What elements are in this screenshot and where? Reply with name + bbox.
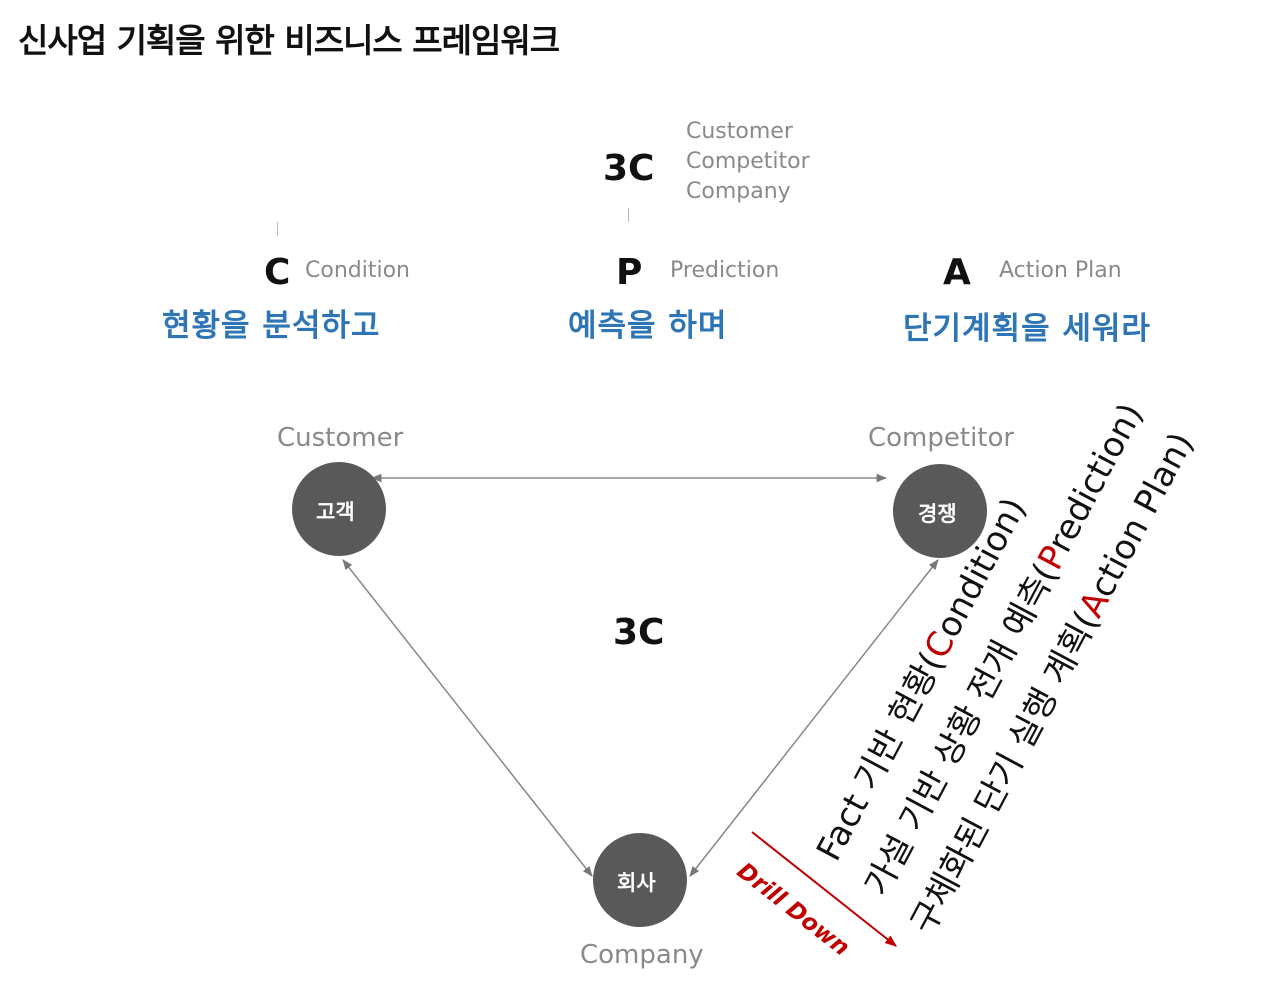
top-3c-item-competitor: Competitor bbox=[686, 149, 810, 174]
label-customer: Customer bbox=[277, 423, 404, 453]
cpa-letter-a: A bbox=[943, 252, 971, 293]
node-customer bbox=[292, 462, 386, 556]
triangle-center-label: 3C bbox=[613, 612, 665, 653]
tick-center bbox=[628, 208, 629, 222]
cpa-letter-c: C bbox=[264, 252, 291, 293]
node-competitor bbox=[893, 464, 987, 558]
cpa-korean-action-plan: 단기계획을 세워라 bbox=[903, 311, 1151, 347]
drill-down-arrow bbox=[751, 831, 897, 947]
node-company-text: 회사 bbox=[617, 871, 656, 895]
page-title: 신사업 기획을 위한 비즈니스 프레임워크 bbox=[18, 21, 560, 60]
cpa-name-prediction: Prediction bbox=[670, 258, 780, 283]
top-3c-list: Customer Competitor Company bbox=[686, 117, 810, 207]
top-3c-item-customer: Customer bbox=[686, 119, 793, 144]
edge-customer-company bbox=[342, 559, 593, 877]
node-competitor-text: 경쟁 bbox=[918, 502, 957, 526]
node-customer-text: 고객 bbox=[316, 500, 355, 524]
cpa-korean-prediction: 예측을 하며 bbox=[568, 308, 728, 344]
node-company bbox=[593, 833, 687, 927]
top-3c-label: 3C bbox=[603, 148, 655, 189]
label-competitor: Competitor bbox=[868, 423, 1015, 453]
tick-left bbox=[277, 222, 278, 236]
label-company: Company bbox=[580, 940, 704, 970]
cpa-name-condition: Condition bbox=[305, 258, 410, 283]
cpa-letter-p: P bbox=[616, 252, 643, 293]
edge-competitor-company bbox=[689, 559, 939, 877]
cpa-korean-condition: 현황을 분석하고 bbox=[162, 308, 381, 344]
top-3c-item-company: Company bbox=[686, 179, 791, 204]
cpa-name-action-plan: Action Plan bbox=[999, 258, 1122, 283]
